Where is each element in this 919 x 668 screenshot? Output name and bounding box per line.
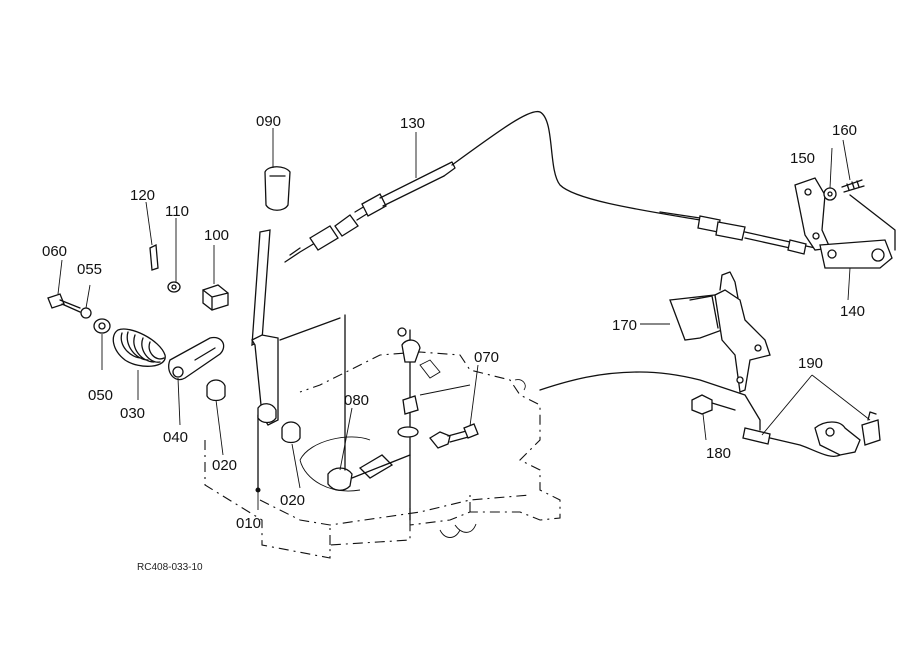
label-050: 050 xyxy=(88,387,113,404)
label-100: 100 xyxy=(204,227,229,244)
label-180: 180 xyxy=(706,445,731,462)
shift-cable xyxy=(284,110,826,263)
label-020-left: 020 xyxy=(212,457,237,474)
transmission-housing xyxy=(204,351,561,559)
fitting-180 xyxy=(691,394,736,415)
label-020-right: 020 xyxy=(280,492,305,509)
label-190: 190 xyxy=(798,355,823,372)
label-120: 120 xyxy=(130,187,155,204)
label-030: 030 xyxy=(120,405,145,422)
bracket-170 xyxy=(669,271,771,393)
label-150: 150 xyxy=(790,150,815,167)
label-060: 060 xyxy=(42,243,67,260)
bushings-020 xyxy=(206,379,301,444)
lever-190 xyxy=(814,411,881,456)
leader-lines xyxy=(57,128,871,510)
part-labels: 010 020 020 030 040 050 055 060 070 080 … xyxy=(42,113,865,573)
label-080: 080 xyxy=(344,392,369,409)
label-010: 010 xyxy=(236,515,261,532)
label-130: 130 xyxy=(400,115,425,132)
label-040: 040 xyxy=(163,429,188,446)
parts-100-110-120 xyxy=(149,243,229,311)
label-160: 160 xyxy=(832,122,857,139)
label-070: 070 xyxy=(474,349,499,366)
label-110: 110 xyxy=(165,203,189,220)
label-140: 140 xyxy=(840,303,865,320)
center-assembly xyxy=(279,314,479,521)
parts-040-030-050-060 xyxy=(47,293,225,381)
label-055: 055 xyxy=(77,261,102,278)
reference-code: RC408-033-10 xyxy=(137,562,203,573)
shift-lever xyxy=(251,166,291,493)
label-090: 090 xyxy=(256,113,281,130)
bracket-140 xyxy=(794,177,896,269)
lower-cable xyxy=(539,371,841,457)
label-170: 170 xyxy=(612,317,637,334)
